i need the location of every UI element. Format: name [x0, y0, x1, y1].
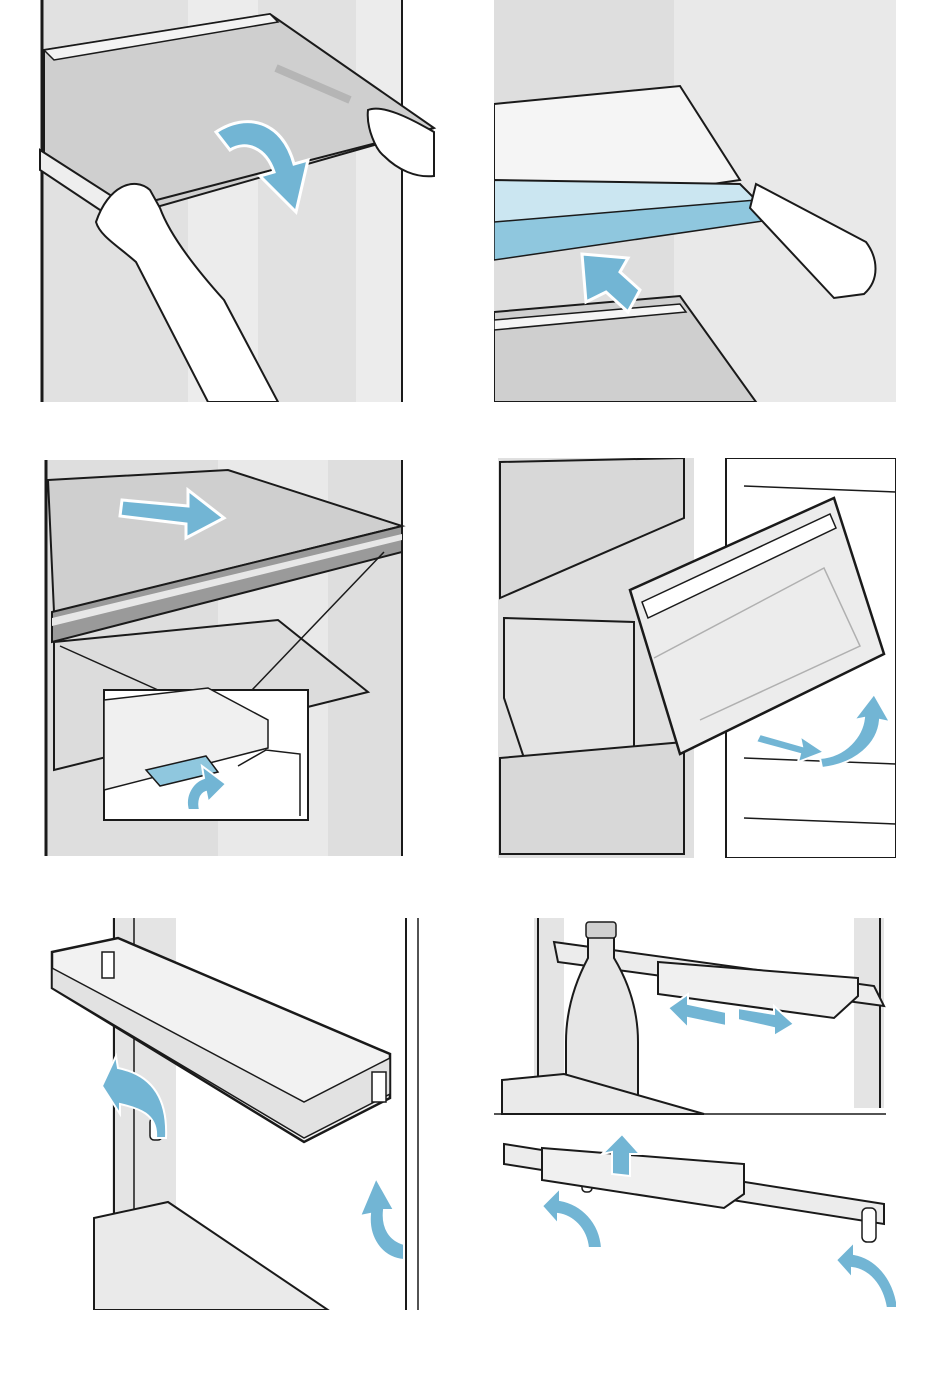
figure-remove-door-bin — [38, 918, 444, 1310]
drawer-lower — [504, 618, 634, 758]
figure-shelf-trim-release-catch — [38, 460, 444, 856]
figure-door-rail-holder — [494, 918, 896, 1310]
figure-remove-glass-shelf — [38, 0, 444, 402]
figure-insert-glass-shelf — [494, 0, 896, 402]
figure-remove-drawer — [494, 458, 896, 858]
